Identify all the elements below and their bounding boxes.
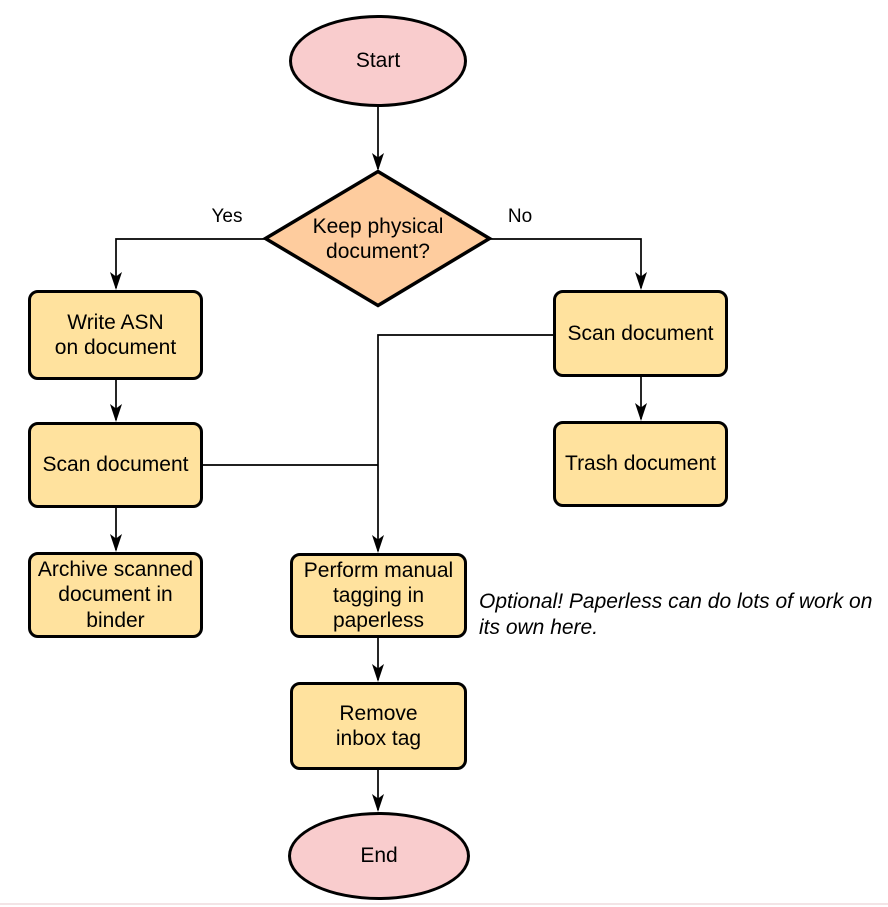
node-start: Start (289, 15, 467, 107)
edge-scan-right-to-tagging (372, 334, 553, 553)
node-remove-inbox-tag: Remove inbox tag (290, 682, 467, 770)
node-start-label: Start (355, 49, 401, 73)
node-decision-label: Keep physical document? (312, 214, 444, 263)
decision-diamond-shape (262, 169, 493, 308)
node-decision: Keep physical document? (288, 210, 468, 268)
annotation-optional-note: Optional! Paperless can do lots of work … (479, 590, 873, 640)
node-scan-document-left-label: Scan document (42, 453, 189, 477)
edge-label-no: No (507, 206, 533, 227)
node-archive-document: Archive scanned document in binder (28, 552, 203, 638)
edge-label-yes: Yes (211, 206, 243, 227)
node-remove-inbox-tag-label: Remove inbox tag (335, 701, 422, 750)
edge-decision-yes-to-write-asn (110, 238, 265, 290)
node-end-label: End (360, 844, 398, 868)
node-archive-document-label: Archive scanned document in binder (37, 558, 194, 632)
node-trash-document: Trash document (553, 421, 728, 507)
node-scan-document-right-label: Scan document (567, 321, 714, 345)
node-scan-document-right: Scan document (553, 290, 728, 377)
node-manual-tagging-label: Perform manual tagging in paperless (303, 558, 454, 633)
node-end: End (288, 812, 470, 900)
page-bottom-divider (0, 903, 888, 905)
node-write-asn: Write ASN on document (28, 290, 203, 380)
edge-decision-no-to-scan-right (490, 238, 647, 290)
node-trash-document-label: Trash document (565, 452, 716, 476)
node-write-asn-label: Write ASN on document (54, 310, 177, 359)
node-scan-document-left: Scan document (28, 422, 203, 508)
node-manual-tagging: Perform manual tagging in paperless (290, 553, 467, 638)
